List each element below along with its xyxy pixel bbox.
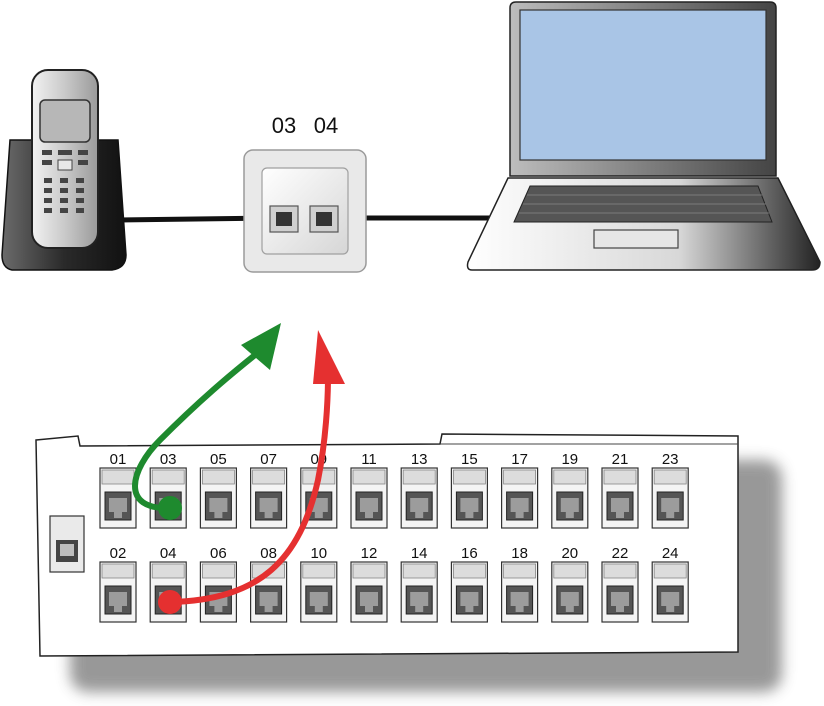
port-02 xyxy=(99,561,137,623)
socket-port-03 xyxy=(269,205,299,233)
port-05 xyxy=(199,467,237,529)
port-16 xyxy=(450,561,488,623)
port-label-07: 07 xyxy=(260,451,277,468)
port-label-22: 22 xyxy=(612,545,629,562)
port-14 xyxy=(400,561,438,623)
red-port-marker xyxy=(158,590,182,614)
port-label-06: 06 xyxy=(210,545,227,562)
socket-port-04 xyxy=(309,205,339,233)
socket-label-03: 03 xyxy=(272,113,296,138)
port-label-10: 10 xyxy=(310,545,327,562)
red-patch-cable xyxy=(167,373,331,605)
port-08 xyxy=(250,561,288,623)
red-arrow-head xyxy=(313,330,345,384)
port-label-18: 18 xyxy=(511,545,528,562)
port-label-16: 16 xyxy=(461,545,478,562)
port-label-17: 17 xyxy=(511,451,528,468)
port-label-23: 23 xyxy=(662,451,679,468)
port-label-01: 01 xyxy=(110,451,127,468)
port-11 xyxy=(350,467,388,529)
cordless-phone xyxy=(1,69,127,271)
port-label-02: 02 xyxy=(110,545,127,562)
port-12 xyxy=(350,561,388,623)
phone-keypad-icon xyxy=(42,150,88,213)
port-17 xyxy=(501,467,539,529)
port-label-19: 19 xyxy=(561,451,578,468)
port-06 xyxy=(199,561,237,623)
port-01 xyxy=(99,467,137,529)
green-arrow-head xyxy=(241,323,281,370)
port-label-20: 20 xyxy=(561,545,578,562)
green-patch-cable xyxy=(132,352,258,512)
port-19 xyxy=(551,467,589,529)
laptop-screen xyxy=(519,9,767,161)
panel-side-port xyxy=(49,515,85,573)
socket-label-04: 04 xyxy=(314,113,338,138)
port-label-08: 08 xyxy=(260,545,277,562)
port-20 xyxy=(551,561,589,623)
port-label-03: 03 xyxy=(160,451,177,468)
patch-panel-bottom-row xyxy=(99,561,689,623)
port-07 xyxy=(250,467,288,529)
phone-display xyxy=(39,99,91,143)
port-label-11: 11 xyxy=(361,451,377,468)
laptop-touchpad xyxy=(593,229,679,249)
port-label-15: 15 xyxy=(461,451,478,468)
phone-handset xyxy=(31,69,99,249)
port-23 xyxy=(651,467,689,529)
patch-connections xyxy=(132,323,345,614)
port-21 xyxy=(601,467,639,529)
port-24 xyxy=(651,561,689,623)
port-label-12: 12 xyxy=(361,545,378,562)
port-label-14: 14 xyxy=(411,545,428,562)
port-label-13: 13 xyxy=(411,451,428,468)
port-13 xyxy=(400,467,438,529)
port-label-05: 05 xyxy=(210,451,227,468)
port-22 xyxy=(601,561,639,623)
patch-panel-top-row xyxy=(99,467,689,529)
port-label-24: 24 xyxy=(662,545,679,562)
port-15 xyxy=(450,467,488,529)
green-port-marker xyxy=(158,496,182,520)
port-18 xyxy=(501,561,539,623)
port-label-21: 21 xyxy=(612,451,629,468)
port-label-04: 04 xyxy=(160,545,177,562)
wall-socket: 03 04 xyxy=(243,113,367,273)
laptop xyxy=(466,1,821,271)
port-10 xyxy=(300,561,338,623)
